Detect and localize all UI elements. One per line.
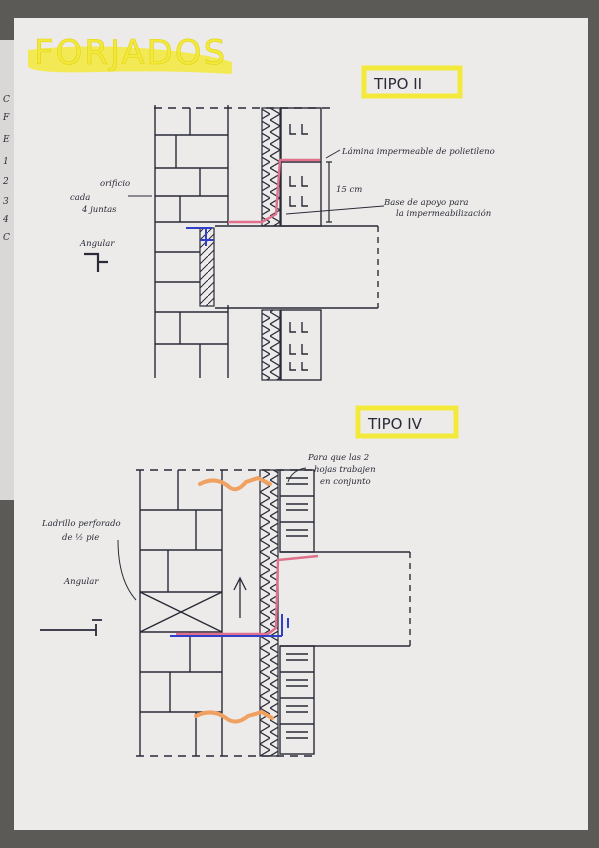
margin-note: 3: [3, 197, 9, 207]
steel-angle: [170, 614, 289, 637]
annotation-leaders: [117, 467, 307, 601]
angular-label: Angular: [79, 239, 115, 249]
margin-note: 4: [2, 215, 9, 225]
conjunto-note-line2: hojas trabajen: [314, 465, 376, 475]
notebook-page: [14, 18, 588, 830]
margin-note: E: [2, 135, 10, 145]
margin-notes: C F E 1 2 3 4 C: [2, 95, 10, 243]
outer-brick-wall: [154, 105, 229, 378]
floor-slab: [280, 551, 411, 647]
ladrillo-note-line1: Ladrillo perforado: [41, 519, 121, 529]
tipo-iv-label-box: [355, 405, 459, 439]
lamina-note: Lámina impermeable de polietileno: [341, 146, 495, 157]
angular-symbol: [40, 619, 102, 636]
dimension-bracket: [326, 161, 332, 223]
floor-slab: [215, 225, 379, 309]
base-note-line2: la impermeabilización: [396, 208, 491, 219]
tipo-ii-label: TIPO II: [373, 75, 422, 93]
waterproof-membrane: [228, 158, 320, 224]
angular-symbol: [84, 252, 108, 272]
upward-arrow: [233, 576, 247, 618]
insulation-lower: [261, 309, 281, 381]
tipo-ii-label-box: [361, 65, 463, 99]
tipo-iv-detail: TIPO IV: [40, 405, 459, 757]
margin-note: 2: [2, 177, 9, 187]
tipo-ii-detail: TIPO II: [70, 65, 495, 381]
wall-tie-lower: [194, 709, 274, 724]
margin-note: C: [3, 95, 10, 105]
conjunto-note-line1: Para que las 2: [307, 453, 369, 463]
waterproof-membrane: [176, 554, 319, 636]
dimension-label: 15 cm: [336, 185, 362, 195]
cada-note: cada: [70, 193, 90, 203]
juntas-note: 4 juntas: [81, 205, 117, 215]
inner-hollow-bricks-lower: [280, 309, 322, 381]
tipo-iv-label: TIPO IV: [367, 415, 423, 433]
margin-note: 1: [3, 157, 9, 167]
base-note-line1: Base de apoyo para: [383, 198, 468, 208]
inner-hollow-bricks-lower: [279, 645, 315, 755]
outer-brick-wall: [139, 470, 223, 756]
steel-angle: [186, 227, 214, 246]
margin-note: F: [2, 113, 10, 123]
annotation-leaders: [128, 149, 385, 215]
orificio-note: orificio: [100, 179, 130, 189]
angular-label: Angular: [63, 577, 99, 587]
insulation-layer: [259, 469, 279, 757]
page-heading: FORJADOS: [34, 33, 227, 73]
wall-tie-upper: [198, 475, 272, 492]
ladrillo-note-line2: de ½ pie: [62, 532, 99, 543]
conjunto-note-line3: en conjunto: [320, 477, 371, 487]
heading-highlight: [28, 46, 232, 74]
margin-note: C: [3, 233, 10, 243]
